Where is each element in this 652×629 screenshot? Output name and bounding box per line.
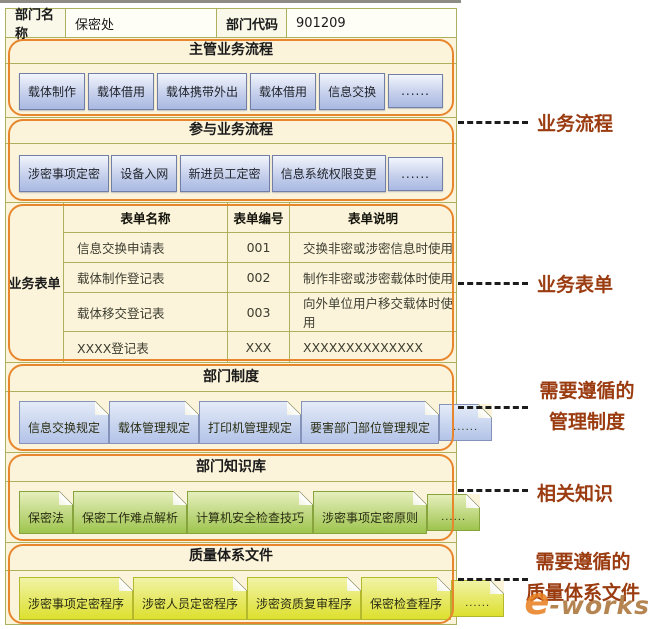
process-button[interactable]: 信息交换 — [319, 72, 386, 110]
department-info-diagram: 部门名称 保密处 部门代码 901209 主管业务流程 载体制作 载体借用 载体… — [5, 8, 505, 625]
process-button[interactable]: 载体制作 — [19, 72, 86, 110]
section-rules: 部门制度 信息交换规定 载体管理规定 打印机管理规定 要害部门部位管理规定 ..… — [6, 363, 493, 453]
form-number-cell: 002 — [228, 263, 290, 293]
section-title-quality: 质量体系文件 — [6, 543, 456, 571]
knowledge-docs: 保密法 保密工作难点解析 计算机安全检查技巧 涉密事项定密原则 ...... — [6, 482, 481, 543]
knowledge-doc[interactable]: 涉密事项定密原则 — [313, 491, 428, 534]
connector-dash — [458, 282, 528, 285]
process-button[interactable]: 载体借用 — [88, 72, 155, 110]
rule-doc[interactable]: 信息交换规定 — [19, 401, 110, 444]
section-title-main-process: 主管业务流程 — [6, 38, 456, 64]
form-name-cell: 载体制作登记表 — [64, 263, 228, 293]
process-button[interactable]: 设备入网 — [111, 155, 178, 192]
process-button-more[interactable]: ...... — [388, 74, 443, 108]
section-forms: 业务表单 表单名称 表单编号 表单说明 信息交换申请表 001 交换非密或涉密信… — [6, 203, 456, 363]
annotation-business-forms: 业务表单 — [537, 274, 614, 296]
header-row: 部门名称 保密处 部门代码 901209 — [6, 8, 456, 42]
main-process-buttons: 载体制作 载体借用 载体携带外出 载体借用 信息交换 ...... — [6, 64, 456, 118]
connector-dash — [458, 489, 528, 492]
form-name-cell: XXXX登记表 — [64, 332, 228, 362]
form-desc-cell: 制作非密或涉密载体时使用 — [290, 263, 456, 293]
form-desc-cell: XXXXXXXXXXXXXX — [303, 339, 423, 355]
form-name-cell: 信息交换申请表 — [64, 233, 228, 263]
form-name-cell: 载体移交登记表 — [64, 293, 228, 332]
quality-doc[interactable]: 涉密事项定密程序 — [19, 576, 134, 620]
rule-doc[interactable]: 要害部门部位管理规定 — [301, 401, 440, 444]
forms-table: 表单名称 表单编号 表单说明 信息交换申请表 001 交换非密或涉密信息时使用 … — [64, 203, 456, 362]
annotation-management-rules: 需要遵循的 管理制度 — [528, 376, 646, 438]
annotation-line: 需要遵循的 — [539, 380, 635, 402]
dept-code-label: 部门代码 — [217, 9, 287, 37]
process-button[interactable]: 信息系统权限变更 — [271, 155, 386, 192]
rule-doc[interactable]: 载体管理规定 — [109, 401, 200, 444]
annotation-quality-docs: 需要遵循的 质量体系文件 — [514, 547, 652, 609]
forms-col-header: 表单名称 — [64, 203, 228, 233]
rule-doc-more[interactable]: ...... — [439, 404, 493, 441]
rules-docs: 信息交换规定 载体管理规定 打印机管理规定 要害部门部位管理规定 ...... — [6, 392, 493, 453]
dept-name-value: 保密处 — [66, 9, 217, 37]
annotation-line: 需要遵循的 — [535, 551, 631, 573]
process-button[interactable]: 涉密事项定密 — [19, 155, 110, 192]
quality-doc[interactable]: 保密检查程序 — [361, 576, 452, 620]
forms-col-header: 表单说明 — [290, 203, 456, 233]
dept-code-value: 901209 — [287, 9, 456, 37]
connector-dash — [458, 406, 528, 409]
forms-col-header: 表单编号 — [228, 203, 290, 233]
section-title-knowledge: 部门知识库 — [6, 453, 456, 482]
knowledge-doc-more[interactable]: ...... — [427, 494, 481, 531]
rule-doc[interactable]: 打印机管理规定 — [199, 401, 302, 444]
process-button[interactable]: 新进员工定密 — [179, 155, 270, 192]
annotation-line: 管理制度 — [548, 411, 625, 433]
form-number-cell: XXX — [228, 332, 290, 362]
section-title-participate-process: 参与业务流程 — [6, 118, 456, 144]
section-knowledge: 部门知识库 保密法 保密工作难点解析 计算机安全检查技巧 涉密事项定密原则 ..… — [6, 453, 481, 543]
annotation-business-process: 业务流程 — [537, 113, 614, 135]
connector-dash — [458, 121, 528, 124]
form-number-cell: 001 — [228, 233, 290, 263]
top-divider — [0, 0, 461, 3]
form-desc-cell: 向外单位用户移交载体时使用 — [290, 293, 456, 332]
section-main-process: 主管业务流程 载体制作 载体借用 载体携带外出 载体借用 信息交换 ...... — [6, 38, 456, 118]
section-title-rules: 部门制度 — [6, 363, 456, 392]
process-button-more[interactable]: ...... — [388, 156, 443, 191]
annotation-related-knowledge: 相关知识 — [537, 483, 614, 505]
connector-dash — [458, 578, 528, 581]
knowledge-doc[interactable]: 保密法 — [19, 491, 74, 534]
process-button[interactable]: 载体携带外出 — [157, 72, 248, 110]
quality-doc[interactable]: 涉密人员定密程序 — [133, 576, 248, 620]
section-quality: 质量体系文件 涉密事项定密程序 涉密人员定密程序 涉密资质复审程序 保密检查程序… — [6, 543, 505, 625]
forms-side-label: 业务表单 — [6, 203, 64, 362]
quality-doc[interactable]: 涉密资质复审程序 — [247, 576, 362, 620]
process-button[interactable]: 载体借用 — [250, 72, 317, 110]
section-participate-process: 参与业务流程 涉密事项定密 设备入网 新进员工定密 信息系统权限变更 .....… — [6, 118, 456, 203]
participate-process-buttons: 涉密事项定密 设备入网 新进员工定密 信息系统权限变更 ...... — [6, 144, 456, 203]
form-desc-cell: 交换非密或涉密信息时使用 — [290, 233, 456, 263]
knowledge-doc[interactable]: 计算机安全检查技巧 — [187, 491, 314, 534]
form-number-cell: 003 — [228, 293, 290, 332]
forms-table-wrap: 业务表单 表单名称 表单编号 表单说明 信息交换申请表 001 交换非密或涉密信… — [6, 203, 456, 362]
dept-name-label: 部门名称 — [6, 8, 66, 42]
quality-doc-more[interactable]: ...... — [451, 579, 505, 617]
annotation-line: 质量体系文件 — [525, 582, 640, 604]
quality-docs: 涉密事项定密程序 涉密人员定密程序 涉密资质复审程序 保密检查程序 ...... — [6, 571, 505, 625]
knowledge-doc[interactable]: 保密工作难点解析 — [73, 491, 188, 534]
